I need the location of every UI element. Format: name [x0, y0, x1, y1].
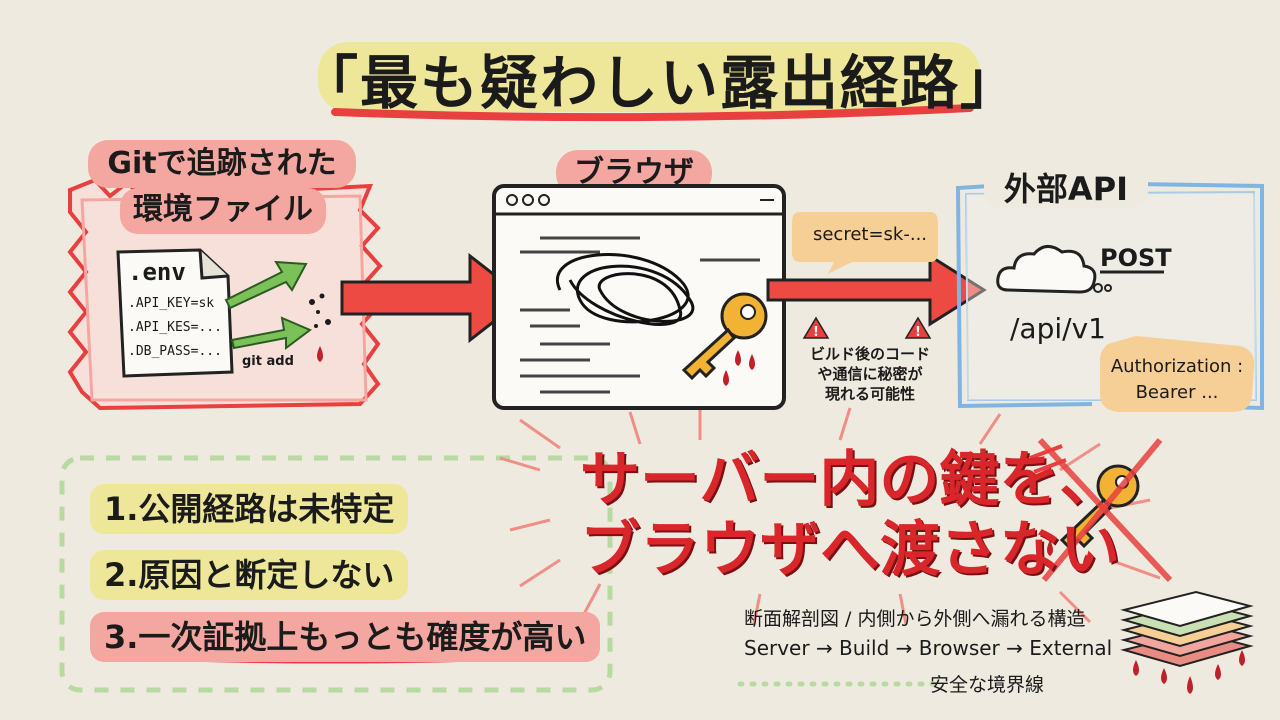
page-title: 「最も疑わしい露出経路」: [300, 49, 1021, 117]
warning-text-line2: や通信に秘密が: [817, 365, 923, 383]
secret-bubble: [792, 212, 938, 274]
arrow-to-api: [766, 253, 987, 327]
browser-title: ブラウザ: [574, 155, 694, 190]
cross-section-flow: Server → Build → Browser → External: [744, 636, 1113, 660]
svg-text:!: !: [915, 325, 921, 340]
title-underline: [331, 104, 974, 122]
auth-bubble: [1100, 336, 1255, 412]
env-line-3: .DB_PASS=...: [128, 344, 222, 359]
secret-bubble-text: secret=sk-...: [812, 224, 928, 245]
step-1: 1.公開経路は未特定: [90, 484, 409, 534]
warning-icon-left: !: [802, 316, 830, 340]
env-line-2: .API_KES=...: [128, 320, 222, 335]
cloud-icon: [996, 245, 1097, 294]
headline-line2: ブラウザへ渡さない: [580, 515, 1120, 585]
title-highlight: [318, 42, 980, 112]
api-endpoint: /api/v1: [1010, 312, 1106, 345]
green-arrow-icon: [224, 260, 312, 350]
warning-text-line1: ビルド後のコード: [809, 345, 930, 363]
api-title: 外部API: [1003, 170, 1129, 208]
step-2: 2.原因と断定しない: [90, 550, 409, 600]
svg-text:!: !: [813, 325, 819, 340]
crossed-key-icon: [1029, 437, 1173, 583]
env-line-1: .API_KEY=sk: [128, 296, 215, 311]
auth-header-line1: Authorization :: [1110, 356, 1244, 377]
steps-frame: [59, 455, 613, 693]
cross-section-footer: 安全な境界線: [930, 674, 1045, 696]
file-icon: [116, 248, 234, 378]
left-panel-title-line1: Gitで追跡された: [107, 146, 337, 181]
cross-section-caption: 断面解剖図 / 内側から外側へ漏れる構造: [744, 608, 1086, 630]
left-title-bg: [88, 140, 356, 188]
step-3: 3.一次証拠上もっとも確度が高い: [90, 612, 601, 662]
layers-icon: [1120, 590, 1254, 694]
key-icon: [681, 292, 768, 386]
warning-icon-right: !: [904, 316, 932, 340]
git-add-label: git add: [242, 354, 294, 369]
warning-text-line3: 現れる可能性: [824, 385, 915, 403]
env-file-name: .env: [128, 258, 186, 286]
api-method: POST: [1100, 244, 1172, 272]
left-panel-title-line2: 環境ファイル: [133, 192, 313, 227]
auth-header-line2: Bearer ...: [1135, 382, 1219, 403]
api-title-bg: [984, 160, 1148, 208]
droplets-icon: [309, 293, 331, 362]
headline-line1: サーバー内の鍵を、: [580, 445, 1120, 515]
